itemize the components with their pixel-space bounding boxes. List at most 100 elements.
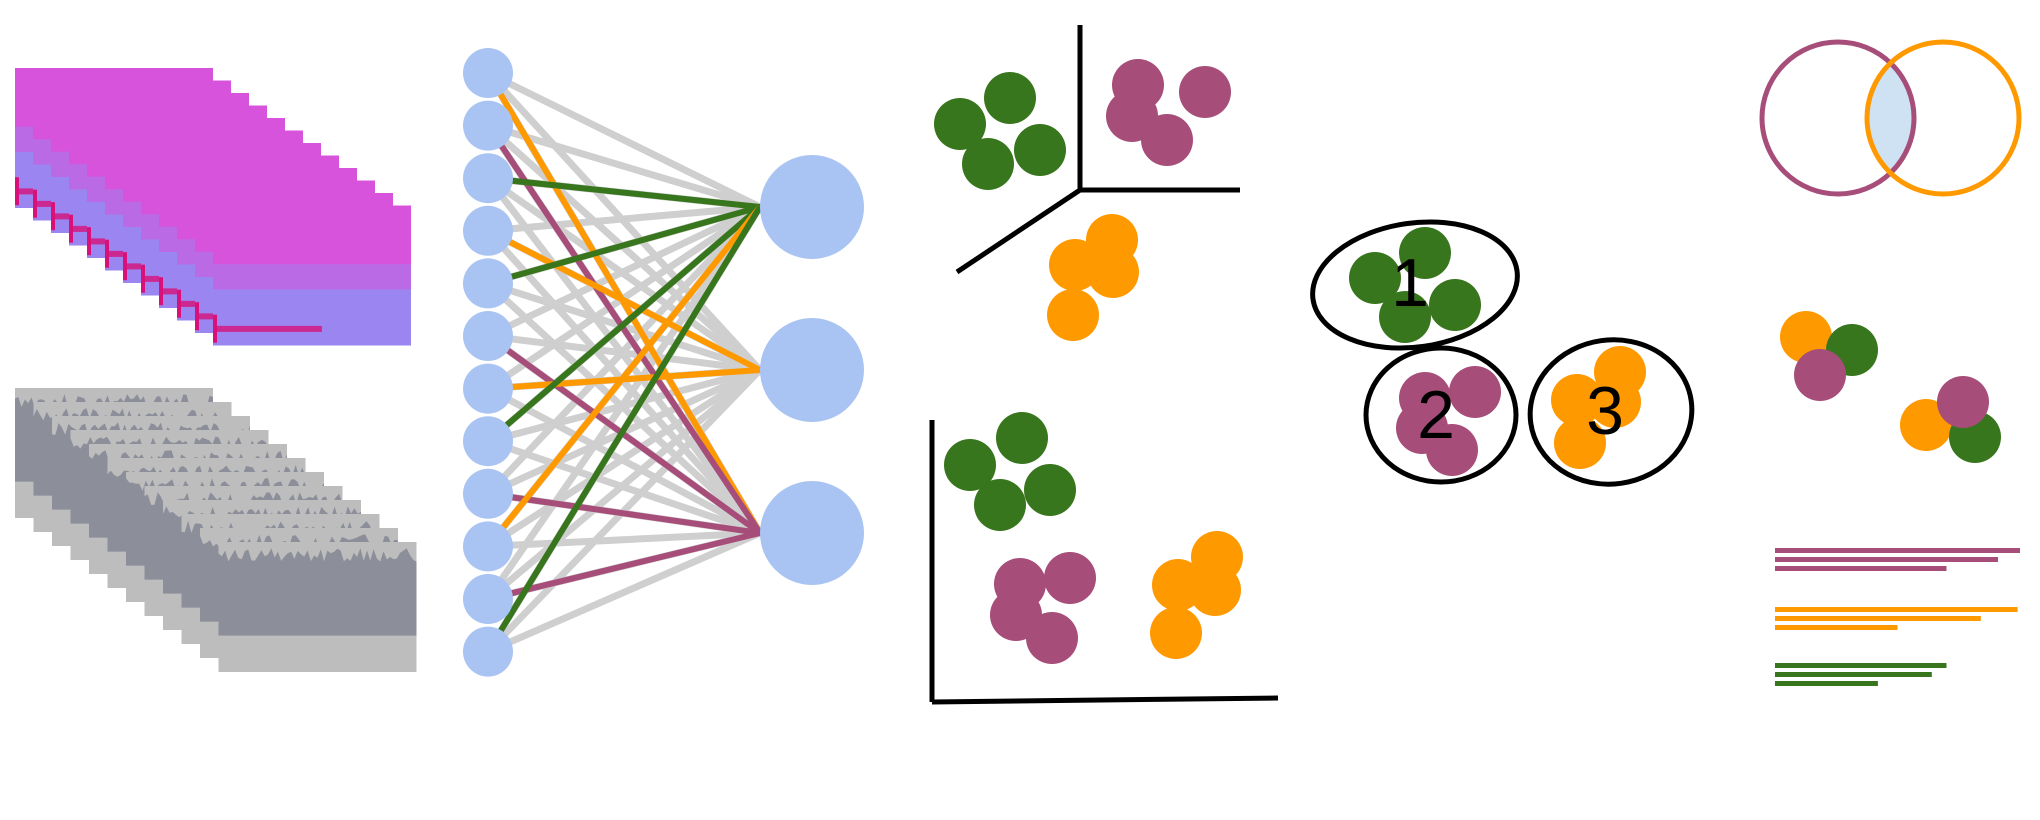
venn-icon [1759,39,2022,197]
input-node [463,363,513,414]
waveform-envelope [218,548,417,636]
bar-orange [1775,625,1898,630]
network-edge [487,529,761,550]
point-green [974,479,1026,531]
network-edge-green [487,175,761,210]
network-edge-green [486,204,762,444]
bar-purple [1775,557,1998,562]
input-node [463,153,513,204]
spectrogram-left-mark [87,227,91,256]
venn-circle-purple [1759,39,1917,197]
network-edge-green [485,205,763,654]
point-purple [1141,114,1193,166]
waveform-frame [218,542,417,672]
output-node [760,318,864,422]
bar-orange [1775,616,1981,621]
scatter-3d-icon [934,25,1240,341]
point-green [934,98,986,150]
input-node [463,100,513,151]
spectrogram-band-high [213,205,411,265]
point-green [984,72,1036,124]
spectrogram-band-mid [213,264,411,290]
input-node [463,626,513,677]
input-node [463,468,513,519]
spectrogram-left-mark [213,314,217,343]
spectrogram-left-mark [51,202,55,231]
point-purple [1044,552,1096,604]
point-green [962,138,1014,190]
scatter-3d-points [934,59,1231,341]
input-node [463,48,513,98]
point-green [1014,124,1066,176]
spectrogram-bottom-mark [213,325,322,332]
point-green [1379,291,1431,343]
axis-depth [955,187,1082,275]
network-edge-orange [486,228,762,373]
point-orange [1150,607,1202,659]
cluster-ellipse-1 [1310,219,1520,351]
spectrogram-left-mark [105,239,109,268]
point-orange [1049,239,1101,291]
cluster-icon: 1 2 3 [1310,219,1695,487]
bar-purple [1775,548,2020,553]
bar-green [1775,663,1947,668]
point-purple [1937,376,1989,428]
network-edge-purple [487,530,761,602]
network-edge-orange [485,205,763,549]
bar-green [1775,681,1878,686]
point-green [1024,464,1076,516]
network-edge [486,367,762,550]
bar-green [1775,672,1932,677]
point-orange [1589,376,1641,428]
point-purple [1794,349,1846,401]
cluster-ellipse-2 [1363,345,1519,485]
point-green [1349,252,1401,304]
scatter-2d-icon [929,412,1279,705]
network-edge [485,205,763,601]
waveform-stack-icon [15,388,417,672]
network-edge [485,367,763,602]
network-edge [486,69,762,211]
spectrogram-frame [213,205,411,346]
input-node [463,521,513,572]
point-green [1399,227,1451,279]
bar-purple [1775,566,1947,571]
spectrogram-left-mark [141,264,145,293]
spectrogram-left-mark [33,189,37,218]
network-edge [486,203,762,340]
point-green [944,439,996,491]
network-edge [485,204,763,497]
network-edge [486,122,762,211]
neural-network-icon [463,48,864,677]
output-node [760,481,864,585]
cluster-label-2: 2 [1417,377,1455,453]
point-green [1429,279,1481,331]
venn-circle-orange [1864,39,2022,197]
spectrogram-left-mark [15,177,19,206]
point-purple [1026,612,1078,664]
point-orange [1047,289,1099,341]
cluster-label-1: 1 [1391,245,1429,321]
input-node [463,205,513,256]
network-edges-highlighted [485,71,763,654]
axis-x [931,695,1279,705]
network-edge [486,529,762,655]
cluster-points [1349,227,1646,476]
network-nodes [463,48,864,677]
input-node [463,416,513,467]
bar-icon [1775,548,2020,686]
point-purple [1179,66,1231,118]
spectrogram-left-mark [69,214,73,243]
point-orange [1152,559,1204,611]
point-orange [1551,374,1603,426]
network-edge-purple [487,490,761,536]
point-purple [1426,424,1478,476]
input-node [463,258,513,309]
output-node [760,155,864,259]
cluster-label-3: 3 [1586,373,1624,449]
point-green [996,412,1048,464]
network-edge-green [487,204,761,287]
cluster-ellipse-3 [1527,337,1695,487]
spectrogram-left-mark [195,302,199,331]
